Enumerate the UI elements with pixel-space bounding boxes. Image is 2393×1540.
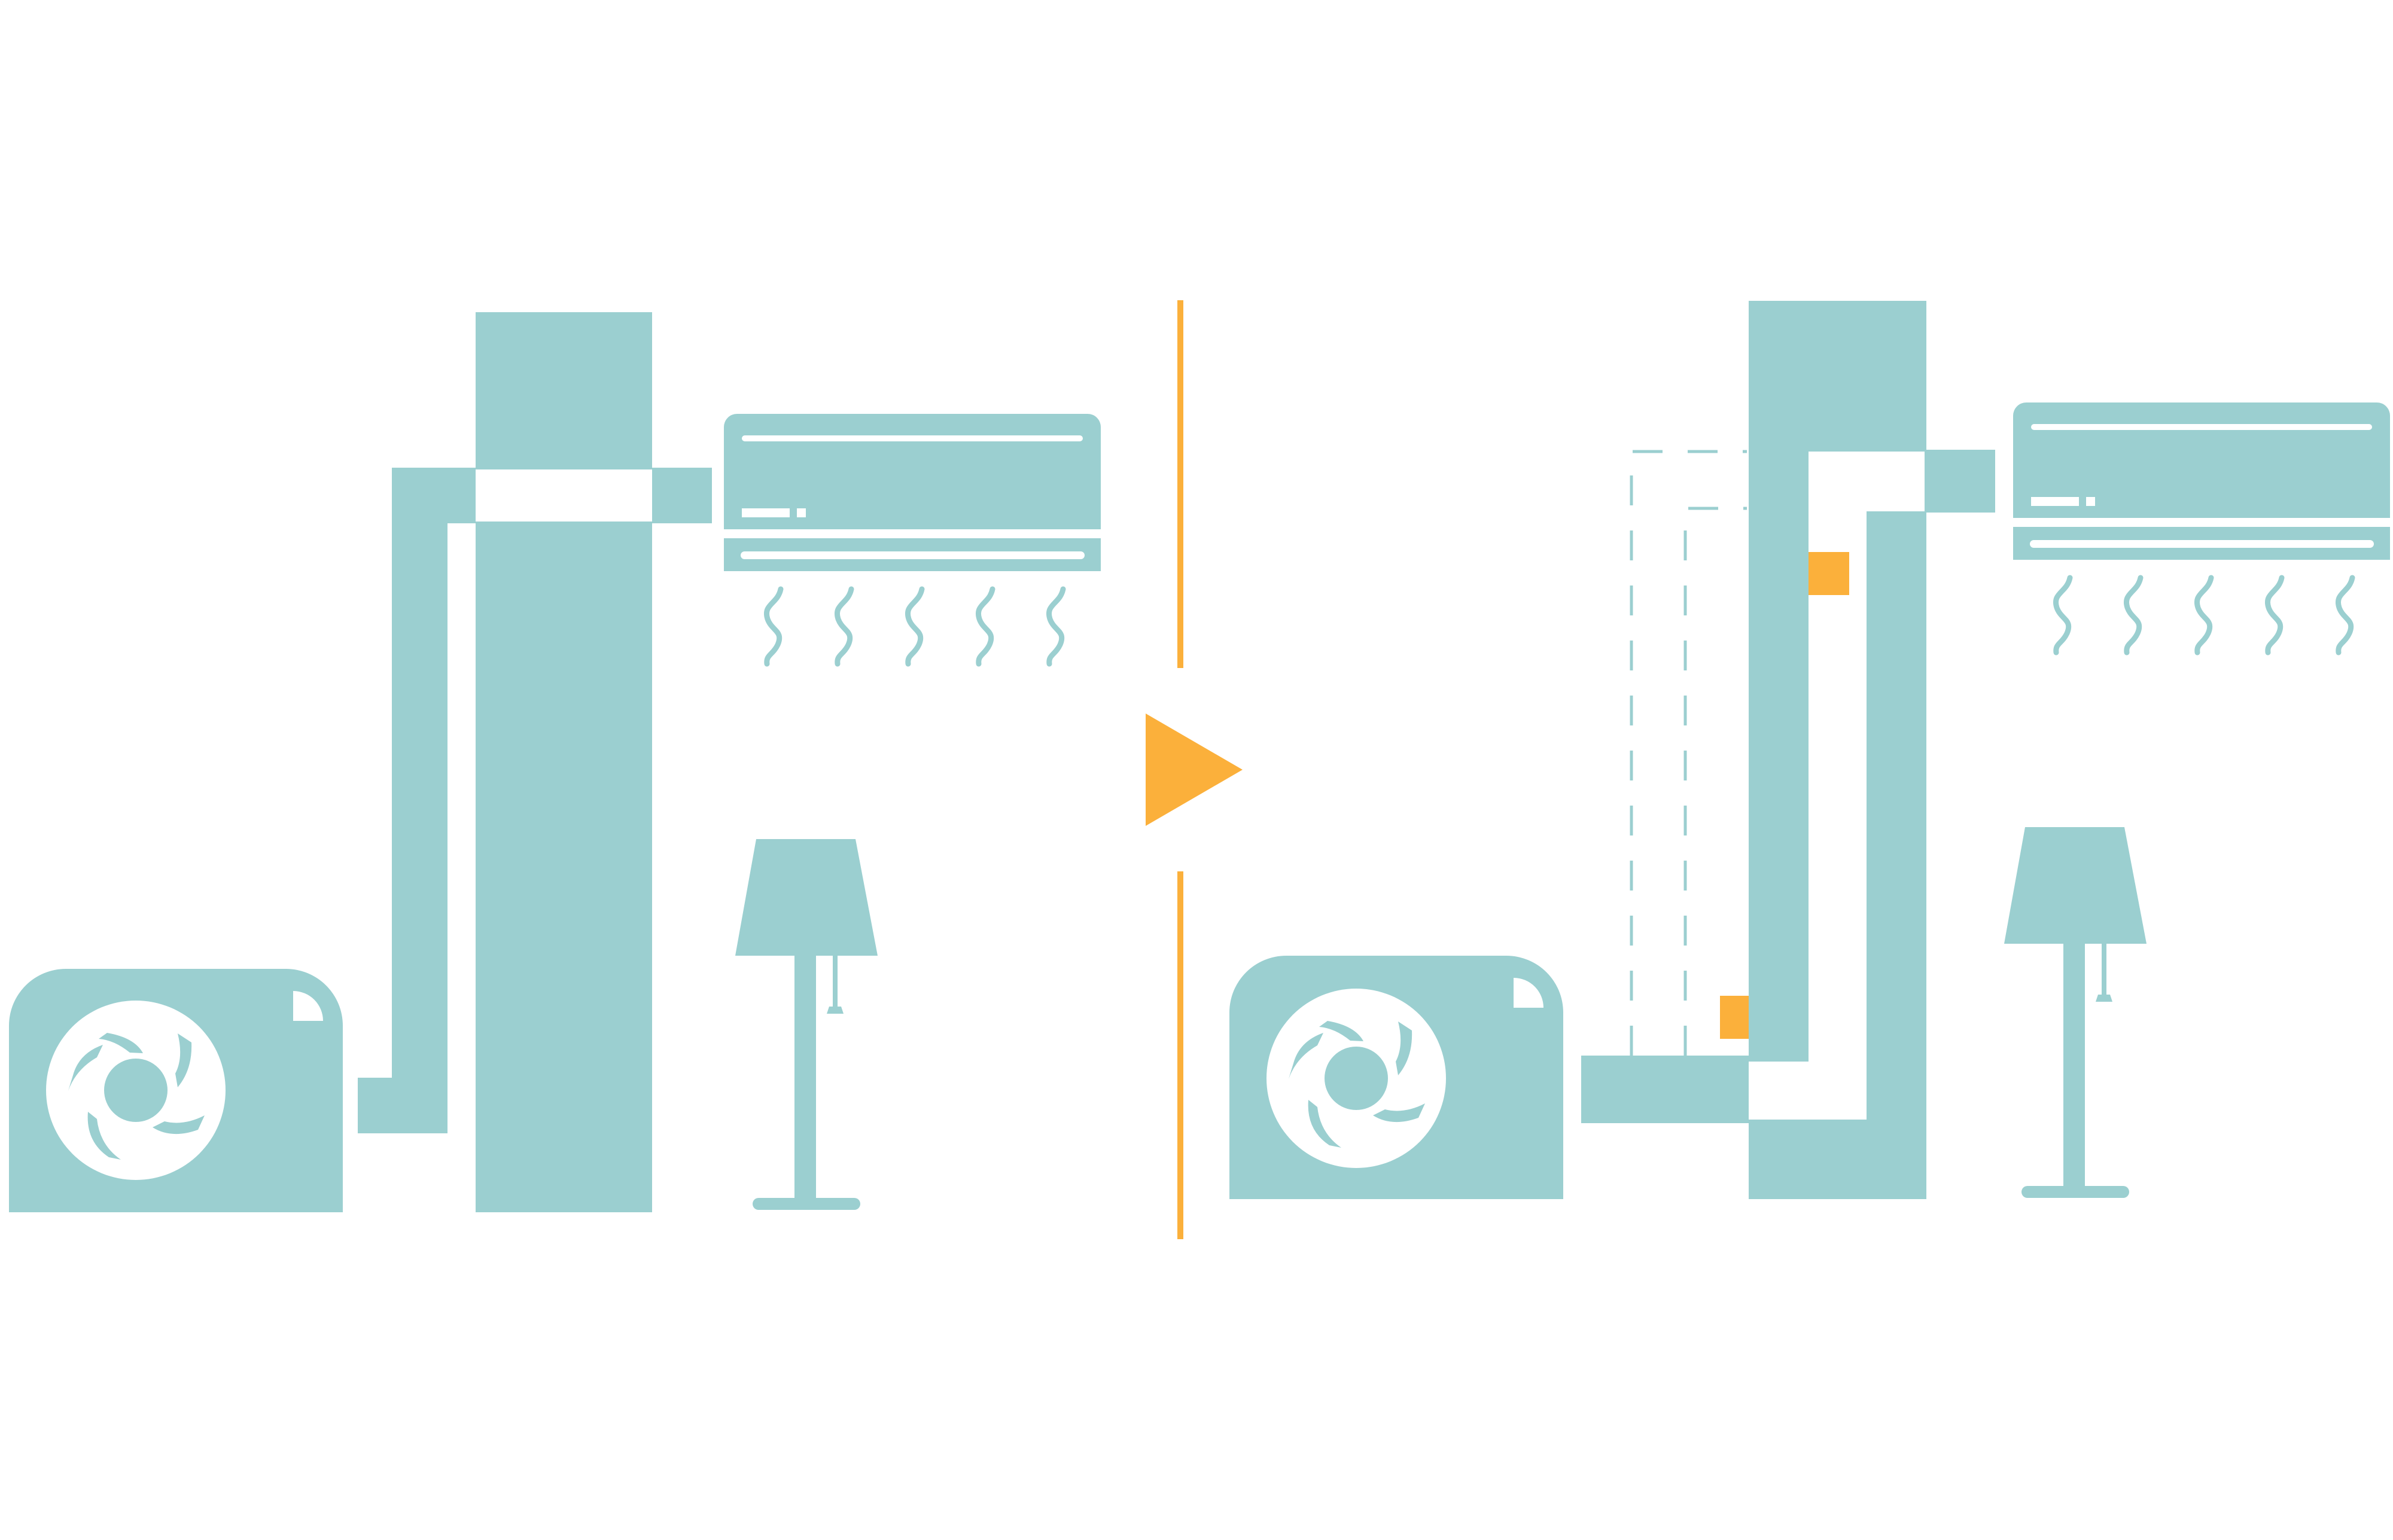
heat-wave-icon <box>1046 586 1066 667</box>
fan-icon <box>1266 989 1446 1168</box>
fan-icon <box>46 1001 226 1180</box>
play-arrow-icon <box>1146 713 1243 826</box>
after-scene <box>1229 301 2390 1199</box>
heat-wave-icon <box>2194 575 2214 655</box>
heat-wave-icon <box>763 586 784 667</box>
outdoor-unit-icon <box>1229 956 1563 1199</box>
wall <box>1749 301 1926 1199</box>
vent-mark <box>1514 978 1543 1008</box>
before-scene <box>9 312 1101 1212</box>
heat-wave-icon <box>975 586 995 667</box>
floor-lamp-icon <box>735 839 878 1210</box>
heat-wave-icon <box>2264 575 2285 655</box>
indoor-unit-icon <box>2013 402 2390 560</box>
floor-lamp-icon <box>2004 827 2147 1198</box>
refrigerant-pipe <box>358 468 712 1133</box>
heat-wave-icon <box>2053 575 2073 655</box>
wall-seal <box>1720 552 1849 1039</box>
old-pipe-route-dashed <box>1630 450 1747 1056</box>
vent-mark <box>293 991 323 1021</box>
outdoor-unit-icon <box>9 969 343 1212</box>
heat-wave-icon <box>2123 575 2144 655</box>
heat-wave-icon <box>905 586 925 667</box>
wall <box>476 312 652 1212</box>
refrigerant-pipe <box>1581 450 1995 1123</box>
heat-waves <box>2053 575 2355 655</box>
heat-wave-icon <box>834 586 854 667</box>
transition-divider <box>1146 300 1243 1239</box>
heat-waves <box>763 586 1066 667</box>
indoor-unit-icon <box>724 414 1101 571</box>
heat-wave-icon <box>2335 575 2355 655</box>
